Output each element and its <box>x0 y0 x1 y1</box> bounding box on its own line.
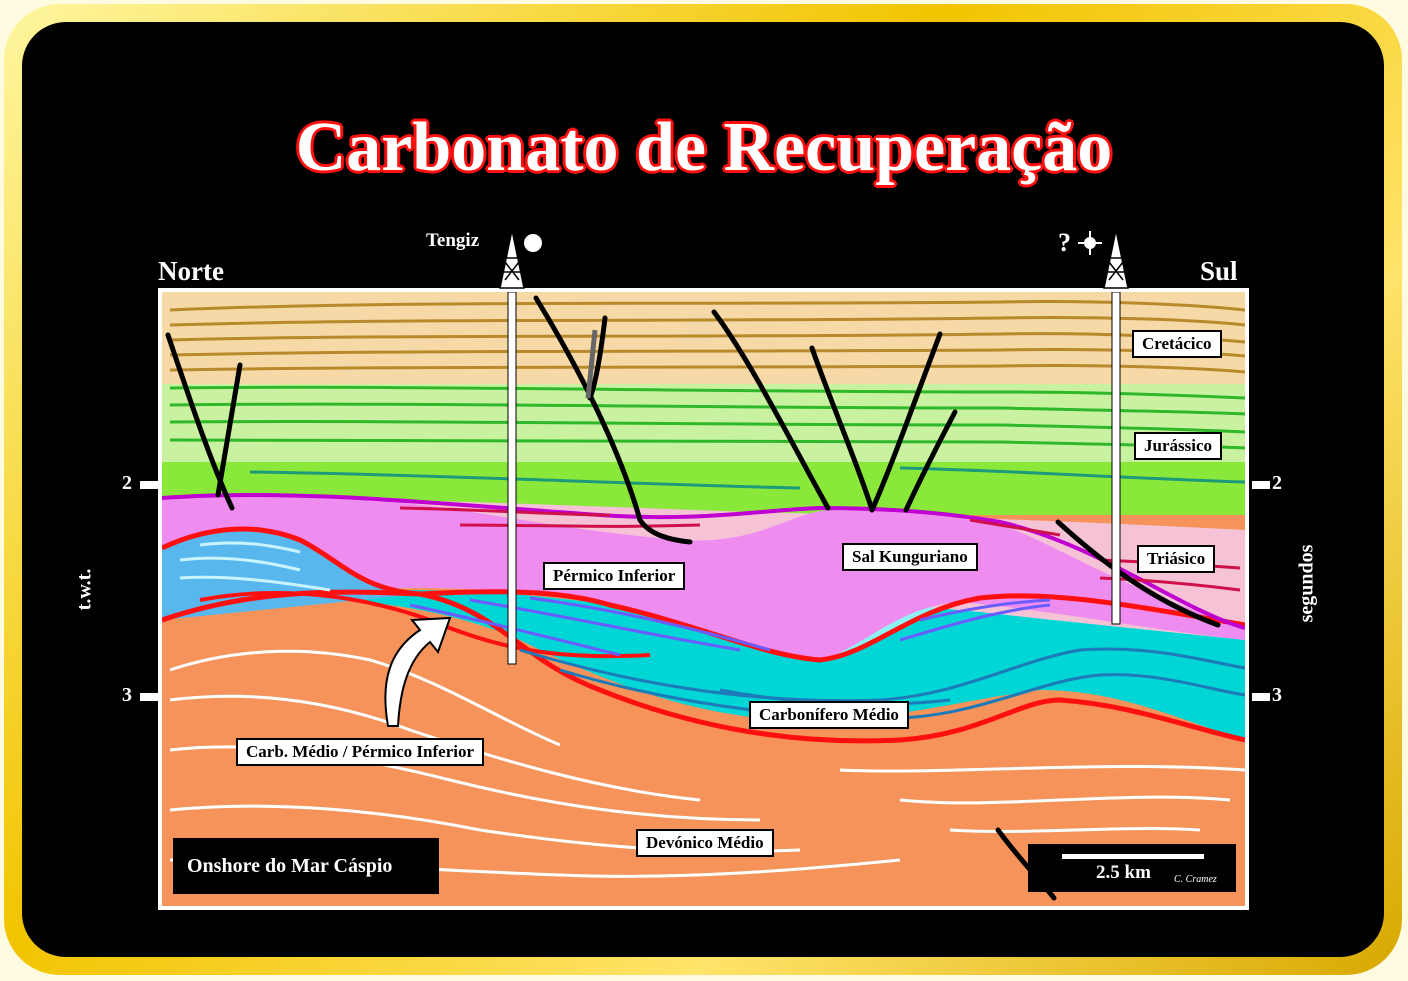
axis-label-right: segundos <box>1295 544 1318 623</box>
direction-north: Norte <box>158 256 224 286</box>
unit-label-devonian: Devónico Médio <box>636 829 774 857</box>
well-label-tengiz: Tengiz <box>426 230 480 251</box>
carboniferous-layer <box>162 590 1245 740</box>
unit-label-carboniferous: Carbonífero Médio <box>749 701 909 729</box>
unit-label-buildup: Carb. Médio / Pérmico Inferior <box>236 738 485 766</box>
axis-tick-2-right: 2 <box>1272 472 1282 494</box>
direction-south: Sul <box>1200 256 1238 286</box>
axis-tick-3-right: 3 <box>1272 684 1282 706</box>
unconformity-line <box>162 526 1245 663</box>
salt-layer <box>162 493 1245 660</box>
scale-bar-box <box>1028 844 1236 892</box>
unit-label-jurassic: Jurássico <box>1134 432 1222 460</box>
location-box <box>173 838 439 894</box>
tengiz-rig-icon <box>499 229 525 289</box>
carbonate-reflectors <box>409 596 1051 657</box>
unconformity-line <box>162 589 1245 744</box>
axis-tickmark <box>140 693 158 701</box>
scale-bar-line <box>1062 854 1204 859</box>
dry-hole-icon <box>1078 231 1102 255</box>
tengiz-wellbore <box>507 292 517 665</box>
top-salt-line <box>162 492 1245 630</box>
axis-tick-3-left: 3 <box>122 684 132 706</box>
scale-bar-label: 2.5 km <box>1096 862 1151 883</box>
pointer-arrow-icon <box>384 616 452 727</box>
unit-label-permian: Pérmico Inferior <box>543 562 686 590</box>
axis-tick-2-left: 2 <box>122 472 132 494</box>
unit-label-salt: Sal Kunguriano <box>842 543 978 571</box>
buildup-reflectors <box>179 541 331 592</box>
south-wellbore <box>1111 292 1121 625</box>
jurassic-upper-layer <box>162 372 1245 462</box>
minor-fault-line <box>585 329 598 399</box>
location-label: Onshore do Mar Cáspio <box>187 855 393 877</box>
unit-label-cretaceous: Cretácico <box>1132 330 1222 358</box>
author-credit: C. Cramez <box>1174 874 1217 885</box>
unit-label-triassic: Triásico <box>1137 545 1216 573</box>
well-label-question: ? <box>1058 228 1071 257</box>
south-rig-icon <box>1103 229 1129 289</box>
axis-tickmark <box>1252 693 1270 701</box>
oil-well-icon <box>524 234 542 252</box>
axis-tickmark <box>140 481 158 489</box>
axis-tickmark <box>1252 481 1270 489</box>
page-title: Carbonato de Recuperação <box>295 109 1113 186</box>
jurassic-lower-reflectors <box>249 466 1245 490</box>
axis-label-left: t.w.t. <box>73 568 96 611</box>
fault-lines <box>165 295 1221 901</box>
